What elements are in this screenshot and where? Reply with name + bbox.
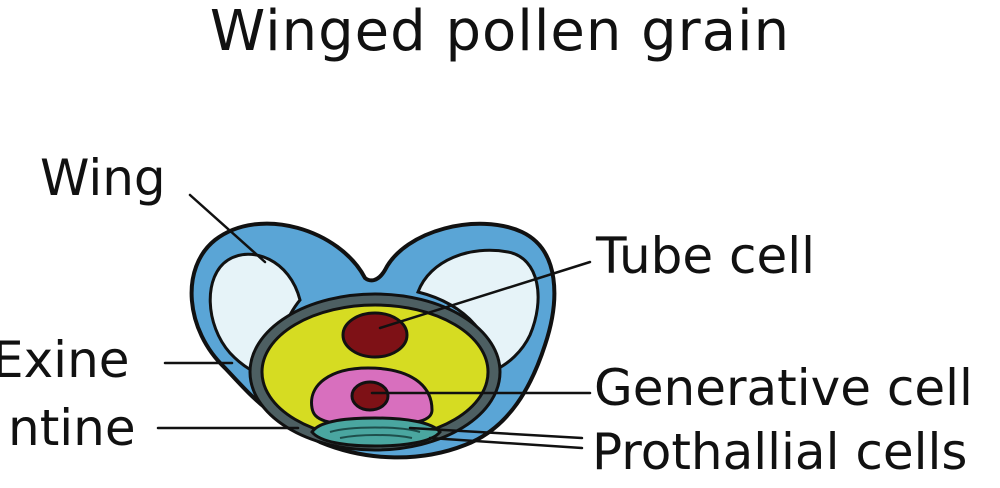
label-generative-cell: Generative cell [594,359,973,417]
leader-line-prothallial-cells-1 [408,426,584,440]
label-prothallial-cells: Prothallial cells [592,423,968,481]
label-intine: ntine [8,399,136,457]
leader-line-prothallial-cells-2 [428,436,584,450]
label-wing: Wing [40,149,166,207]
generative-nucleus [350,380,390,412]
leader-line-tube-cell [378,260,592,330]
leader-line-wing [188,193,267,264]
prothallial-cell-inner-line [339,434,413,439]
prothallial-cells [310,416,442,448]
tube-nucleus [341,311,409,359]
prothallial-cell-inner-line [329,426,421,433]
label-tube-cell: Tube cell [596,227,816,285]
diagram-title: Winged pollen grain [209,0,791,64]
label-exine: Exine [0,331,130,389]
